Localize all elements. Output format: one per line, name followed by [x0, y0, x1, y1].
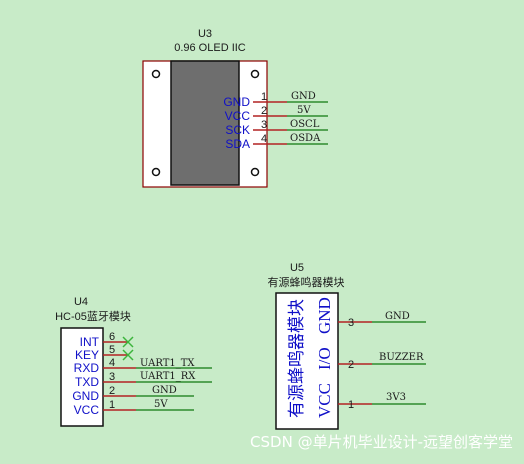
net-label: UART1_RX [140, 371, 196, 382]
buzzer-body-text: 有源蜂鸣器模块 [287, 299, 306, 418]
oled-pin-4[interactable]: SDA 4 OSDA [225, 133, 328, 151]
bt-ref: U4 [74, 296, 88, 308]
buzzer-pin-2[interactable]: 2 BUZZER [338, 352, 426, 371]
buzzer-title: 有源蜂鸣器模块 [268, 275, 345, 289]
pin-name: INT [80, 335, 100, 349]
pin-number: 1 [109, 399, 115, 411]
net-label: 3V3 [386, 392, 406, 403]
bt-pin-4[interactable]: RXD 4 UART1_TX [74, 357, 212, 375]
bt-pin-5[interactable]: KEY 5 [75, 344, 134, 362]
pin-name: TXD [75, 375, 99, 389]
bt-pin-6[interactable]: INT 6 [80, 331, 134, 349]
pin-name: VCC [315, 383, 334, 418]
pin-number: 4 [261, 133, 267, 145]
net-label: 5V [154, 399, 168, 410]
oled-ref: U3 [198, 28, 212, 40]
pin-name: VCC [225, 109, 251, 123]
bt-pin-1[interactable]: VCC 1 5V [74, 399, 194, 417]
net-label: OSDA [290, 133, 321, 144]
bt-pin-2[interactable]: GND 2 GND [72, 385, 194, 403]
net-label: OSCL [290, 119, 320, 130]
pin-name: SDA [225, 137, 250, 151]
pin-number: 3 [109, 371, 115, 383]
oled-pin-1[interactable]: GND 1 GND [223, 91, 328, 109]
oled-screen [170, 60, 240, 186]
mount-hole-icon [250, 69, 260, 79]
pin-number: 1 [348, 399, 354, 411]
pin-number: 2 [109, 385, 115, 397]
net-label: 5V [297, 105, 311, 116]
oled-title: 0.96 OLED IIC [174, 42, 246, 54]
bt-title: HC-05蓝牙模块 [55, 310, 131, 323]
buzzer-ref: U5 [290, 262, 304, 274]
pin-number: 1 [261, 91, 267, 103]
pin-name: VCC [74, 403, 100, 417]
bluetooth-module[interactable]: U4 HC-05蓝牙模块 INT 6 KEY 5 RXD 4 UART1_TX [55, 296, 212, 427]
buzzer-body [275, 292, 339, 430]
no-connect-icon [122, 349, 134, 361]
pin-number: 6 [109, 331, 115, 343]
pin-number: 3 [348, 317, 354, 329]
pin-name: GND [315, 297, 334, 334]
mount-hole-icon [250, 167, 260, 177]
no-connect-icon [122, 336, 134, 348]
mount-hole-icon [151, 167, 161, 177]
net-label: BUZZER [379, 352, 424, 363]
pin-number: 2 [261, 105, 267, 117]
buzzer-pin-3[interactable]: 3 GND [338, 311, 426, 329]
pin-name: GND [72, 389, 99, 403]
watermark: CSDN @单片机毕业设计-远望创客学堂 [250, 433, 513, 451]
pin-name: RXD [74, 361, 100, 375]
pin-name: KEY [75, 348, 99, 362]
pin-number: 5 [109, 344, 115, 356]
net-label: UART1_TX [140, 358, 195, 369]
pin-name: I/O [315, 347, 334, 370]
pin-number: 3 [261, 119, 267, 131]
net-label: GND [291, 91, 316, 102]
pin-name: GND [223, 95, 250, 109]
net-label: GND [152, 385, 177, 396]
bt-body [60, 327, 104, 427]
pin-number: 2 [348, 359, 354, 371]
oled-pin-3[interactable]: SCK 3 OSCL [225, 119, 328, 137]
pin-number: 4 [109, 357, 115, 369]
bt-pin-3[interactable]: TXD 3 UART1_RX [75, 371, 212, 389]
buzzer-module[interactable]: U5 有源蜂鸣器模块 有源蜂鸣器模块 GND I/O VCC 3 GND 2 B… [268, 262, 427, 430]
buzzer-pin-1[interactable]: 1 3V3 [338, 392, 426, 411]
net-label: GND [385, 311, 410, 322]
mount-hole-icon [151, 69, 161, 79]
oled-pin-2[interactable]: VCC 2 5V [225, 105, 328, 123]
oled-module[interactable]: U3 0.96 OLED IIC GND 1 GND VCC 2 5V SCK … [142, 28, 328, 188]
pin-name: SCK [225, 123, 250, 137]
